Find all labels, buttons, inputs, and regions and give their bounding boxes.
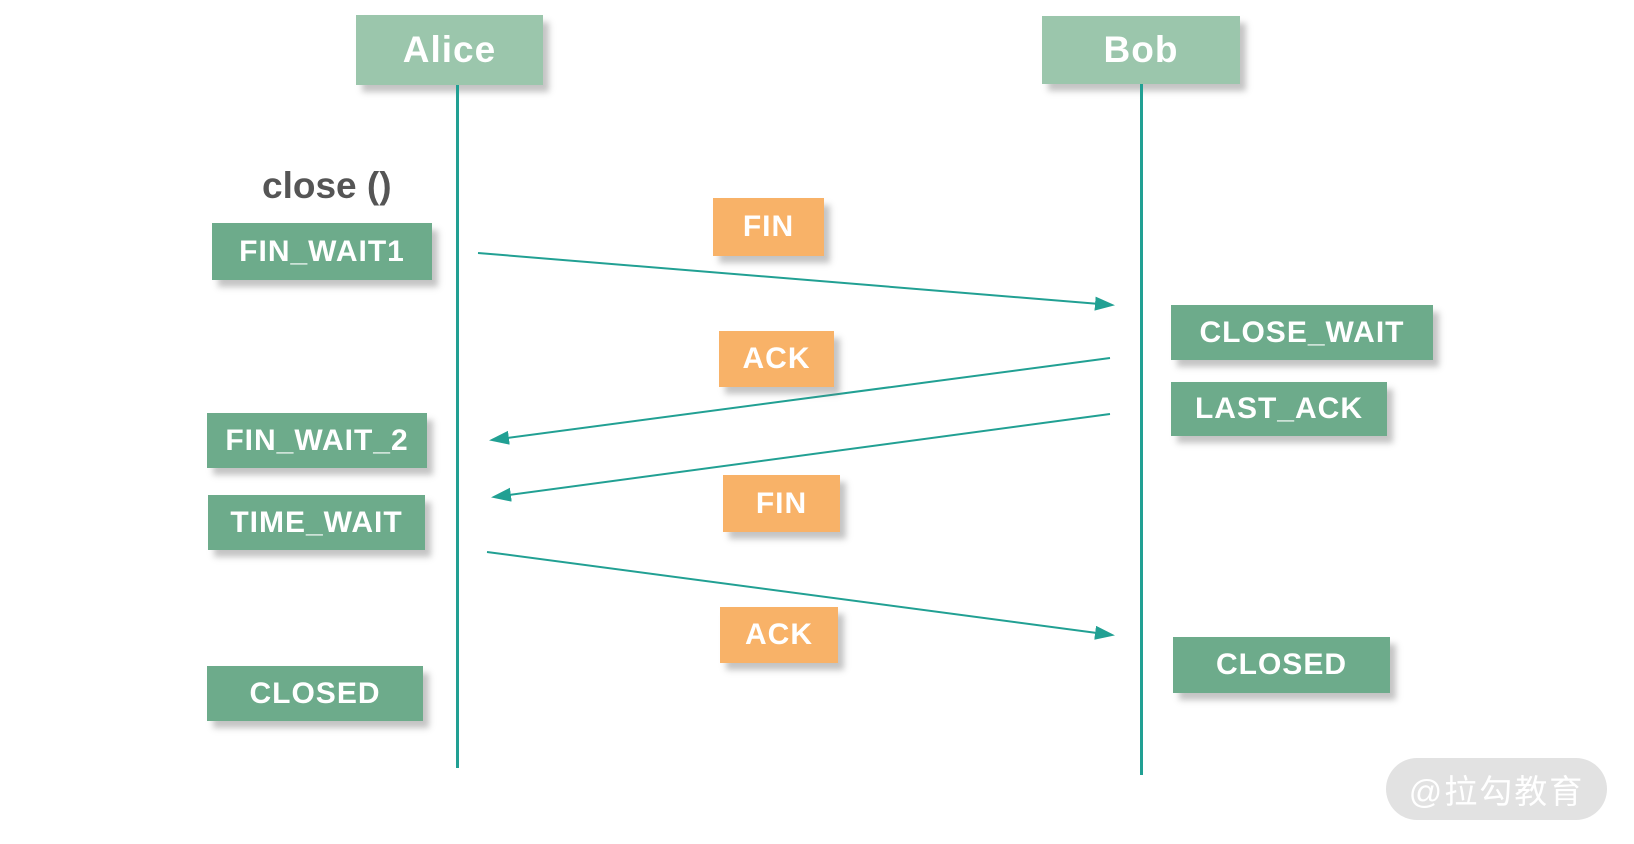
state-box-close-wait: CLOSE_WAIT: [1171, 305, 1433, 360]
state-box-closed-bob: CLOSED: [1173, 637, 1390, 693]
actor-header-bob: Bob: [1042, 16, 1240, 84]
lifeline-alice: [456, 85, 459, 768]
actor-header-alice: Alice: [356, 15, 543, 85]
close-call-annotation: close (): [262, 165, 392, 206]
watermark-badge: @拉勾教育: [1386, 758, 1607, 820]
state-box-fin-wait1: FIN_WAIT1: [212, 223, 432, 280]
message-label-ack-2: ACK: [720, 607, 838, 663]
state-box-closed-alice: CLOSED: [207, 666, 423, 721]
state-box-fin-wait-2: FIN_WAIT_2: [207, 413, 427, 468]
message-label-ack-1: ACK: [719, 331, 834, 387]
message-label-fin-1: FIN: [713, 198, 824, 256]
message-label-fin-2: FIN: [723, 475, 840, 532]
lifeline-bob: [1140, 84, 1143, 775]
state-box-last-ack: LAST_ACK: [1171, 382, 1387, 436]
arrow-fin-alice-to-bob: [477, 252, 1115, 311]
state-box-time-wait: TIME_WAIT: [208, 495, 425, 550]
